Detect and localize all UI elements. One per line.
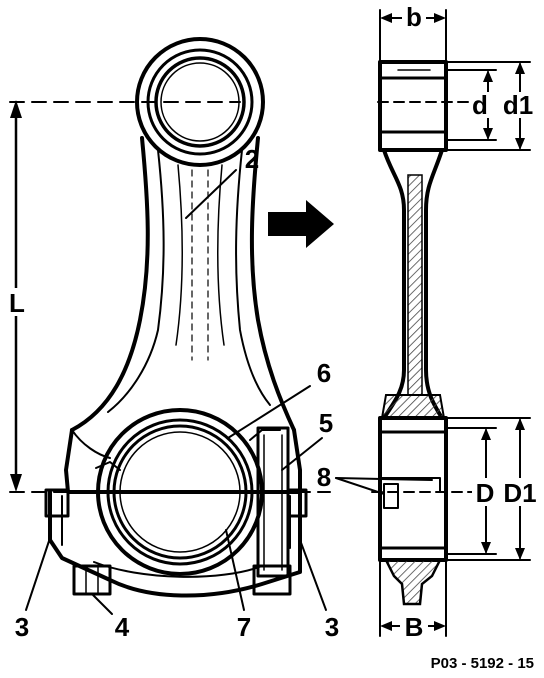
callout-7: 7 (237, 612, 251, 642)
callout-2: 2 (245, 144, 259, 174)
callout-8: 8 (317, 462, 331, 492)
callout-5: 5 (319, 408, 333, 438)
arrow-right-icon (268, 200, 334, 248)
rod-shank (70, 136, 296, 432)
callout-3-left: 3 (15, 612, 29, 642)
label-b: b (406, 2, 422, 32)
bearing-cap (44, 488, 308, 598)
label-d: d (472, 90, 488, 120)
label-D1: D1 (503, 478, 536, 508)
front-view: L 2 6 5 3 4 7 3 (4, 37, 339, 642)
dimension-D: D D1 (445, 417, 542, 561)
side-view: b d d1 (312, 2, 542, 642)
leader-lines (25, 169, 327, 615)
side-small-end (378, 60, 448, 152)
label-L: L (9, 288, 25, 318)
callout-8-group: 8 (312, 462, 433, 495)
callout-6: 6 (317, 358, 331, 388)
dimension-B: B (379, 559, 447, 642)
dimension-b: b (379, 2, 447, 63)
side-big-end (378, 416, 448, 562)
dimension-d: d d1 (445, 61, 540, 151)
callout-3-right: 3 (325, 612, 339, 642)
callout-4: 4 (115, 612, 130, 642)
label-D: D (476, 478, 495, 508)
connecting-rod-bolt (252, 426, 292, 596)
locating-groove (381, 477, 441, 493)
side-cap-foot (383, 558, 443, 606)
figure-reference-code: P03 - 5192 - 15 (431, 655, 534, 672)
dimension-L: L (4, 100, 30, 492)
label-d1: d1 (503, 90, 533, 120)
big-end-body (64, 428, 302, 494)
label-B: B (405, 612, 424, 642)
